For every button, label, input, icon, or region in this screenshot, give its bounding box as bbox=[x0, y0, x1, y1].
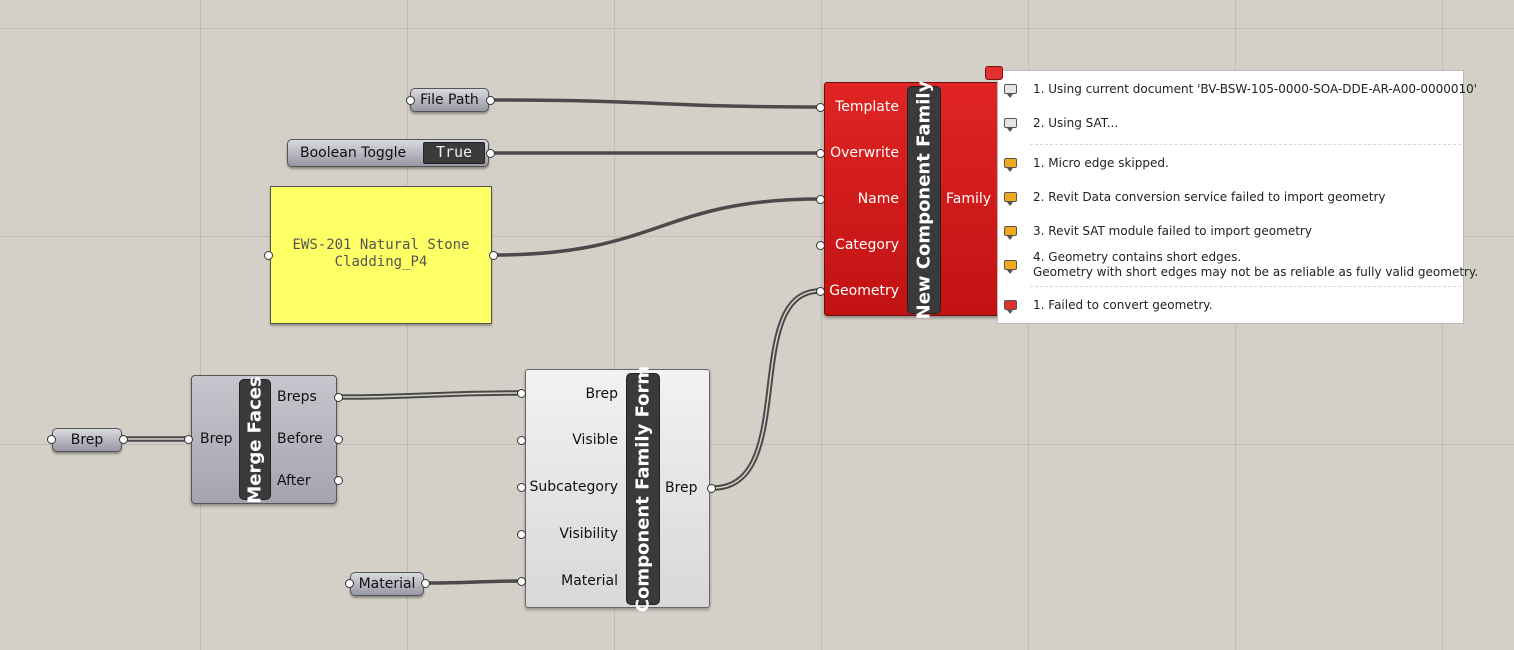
ncf-output-family: Family bbox=[946, 191, 992, 207]
cff-title: Component Family Form bbox=[632, 365, 654, 613]
cff-output-brep: Brep bbox=[665, 480, 698, 496]
merge-faces-breps-grip[interactable] bbox=[334, 393, 343, 402]
runtime-messages-tooltip: 1. Using current document 'BV-BSW-105-00… bbox=[997, 70, 1478, 324]
ncf-input-name: Name bbox=[857, 191, 899, 207]
ncf-overwrite-grip[interactable] bbox=[816, 149, 825, 158]
file-path-param[interactable]: File Path bbox=[410, 88, 489, 112]
warning-balloon-icon bbox=[1004, 158, 1017, 172]
merge-faces-title: Merge Faces bbox=[244, 375, 266, 504]
warning-balloon-icon bbox=[1004, 192, 1017, 206]
ncf-input-category: Category bbox=[835, 237, 899, 253]
brep-param-label: Brep bbox=[70, 432, 104, 448]
cff-input-visibility: Visibility bbox=[559, 526, 618, 542]
ncf-category-grip[interactable] bbox=[816, 241, 825, 250]
ncf-name-grip[interactable] bbox=[816, 195, 825, 204]
cff-visibility-grip[interactable] bbox=[517, 530, 526, 539]
file-path-output-grip[interactable] bbox=[486, 96, 495, 105]
text-panel[interactable]: EWS-201 Natural Stone Cladding_P4 bbox=[270, 186, 492, 324]
ncf-title: New Component Family bbox=[913, 80, 935, 320]
wire-panel-name bbox=[493, 197, 821, 257]
warning-balloon-icon bbox=[1004, 226, 1017, 240]
cff-title-bar: Component Family Form bbox=[626, 366, 660, 612]
cff-visible-grip[interactable] bbox=[517, 436, 526, 445]
wire-cff-geometry bbox=[712, 288, 821, 491]
cff-material-grip[interactable] bbox=[517, 577, 526, 586]
merge-faces-before-grip[interactable] bbox=[334, 435, 343, 444]
boolean-toggle-output-grip[interactable] bbox=[486, 149, 495, 158]
ncf-template-grip[interactable] bbox=[816, 103, 825, 112]
panel-text: EWS-201 Natural Stone Cladding_P4 bbox=[292, 237, 470, 270]
warning-balloon-icon bbox=[1004, 260, 1017, 274]
separator bbox=[1030, 286, 1461, 287]
brep-param[interactable]: Brep bbox=[52, 428, 122, 452]
cff-brep-grip[interactable] bbox=[517, 389, 526, 398]
ncf-input-geometry: Geometry bbox=[829, 283, 899, 299]
material-param-label: Material bbox=[358, 576, 416, 592]
cff-output-grip[interactable] bbox=[707, 484, 716, 493]
merge-faces-output-after: After bbox=[277, 473, 311, 489]
separator bbox=[1030, 144, 1461, 145]
material-param-input-grip[interactable] bbox=[345, 579, 354, 588]
brep-param-output-grip[interactable] bbox=[119, 435, 128, 444]
boolean-toggle[interactable]: Boolean Toggle True bbox=[287, 139, 489, 167]
wire-filepath-template bbox=[489, 98, 821, 109]
component-family-form[interactable]: Brep Visible Subcategory Visibility Mate… bbox=[525, 366, 710, 612]
wire-material-material bbox=[426, 579, 523, 585]
cff-input-visible: Visible bbox=[572, 432, 618, 448]
remark-balloon-icon bbox=[1004, 84, 1017, 98]
ncf-input-template: Template bbox=[835, 99, 899, 115]
merge-faces-output-before: Before bbox=[277, 431, 323, 447]
cff-input-brep: Brep bbox=[585, 386, 618, 402]
cff-input-subcategory: Subcategory bbox=[529, 479, 618, 495]
material-param[interactable]: Material bbox=[350, 572, 424, 596]
ncf-geometry-grip[interactable] bbox=[816, 287, 825, 296]
error-balloon-icon bbox=[1004, 300, 1017, 314]
cff-input-material: Material bbox=[561, 573, 618, 589]
panel-input-grip[interactable] bbox=[264, 251, 273, 260]
ncf-title-bar: New Component Family bbox=[907, 81, 941, 319]
new-component-family[interactable]: Template Overwrite Name Category Geometr… bbox=[824, 81, 1000, 319]
merge-faces-after-grip[interactable] bbox=[334, 476, 343, 485]
remark-balloon-icon bbox=[1004, 118, 1017, 132]
material-param-output-grip[interactable] bbox=[421, 579, 430, 588]
merge-faces-component[interactable]: Brep Merge Faces Breps Before After bbox=[191, 375, 337, 504]
merge-faces-title-bar: Merge Faces bbox=[239, 375, 271, 504]
brep-param-input-grip[interactable] bbox=[47, 435, 56, 444]
panel-output-grip[interactable] bbox=[489, 251, 498, 260]
file-path-label: File Path bbox=[420, 92, 479, 108]
merge-faces-input-brep: Brep bbox=[200, 431, 233, 447]
cff-subcategory-grip[interactable] bbox=[517, 483, 526, 492]
file-path-input-grip[interactable] bbox=[406, 96, 415, 105]
boolean-toggle-label: Boolean Toggle bbox=[300, 145, 407, 161]
merge-faces-output-breps: Breps bbox=[277, 389, 317, 405]
boolean-toggle-value[interactable]: True bbox=[423, 142, 485, 164]
error-balloon-icon[interactable] bbox=[985, 66, 1003, 80]
ncf-input-overwrite: Overwrite bbox=[830, 145, 899, 161]
merge-faces-input-grip[interactable] bbox=[184, 435, 193, 444]
